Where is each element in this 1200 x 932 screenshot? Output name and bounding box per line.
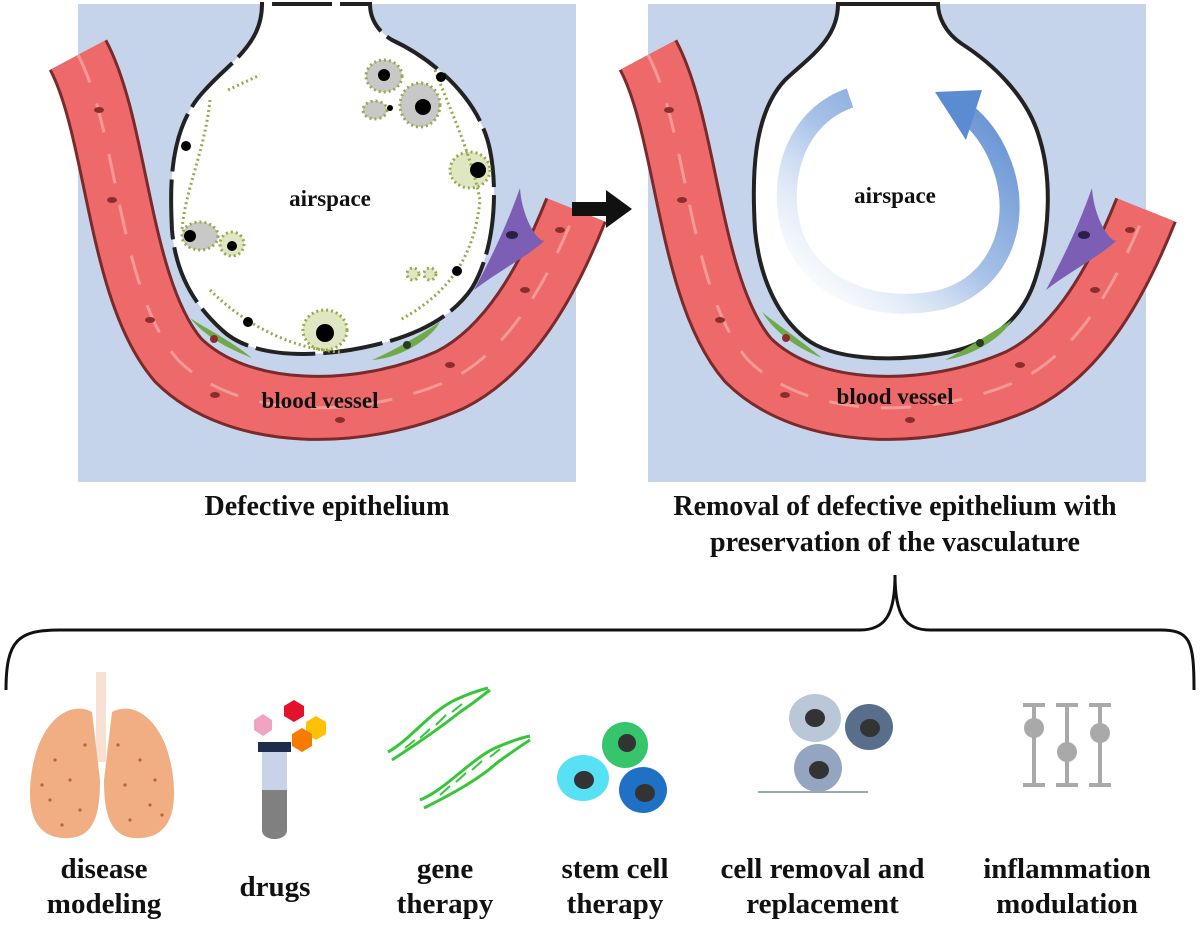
lungs-icon (29, 672, 175, 839)
right-panel-caption-line2: preservation of the vasculature (710, 527, 1080, 558)
right-airspace-label: airspace (854, 183, 936, 208)
stem-cells-icon (557, 722, 667, 813)
left-panel-caption: Defective epithelium (204, 491, 450, 522)
application-label: cell removal and replacement (720, 853, 925, 921)
application-label: disease modeling (46, 853, 162, 921)
immune-cell (474, 188, 545, 290)
dna-helix-icon (387, 686, 531, 810)
test-tube-molecules-icon (254, 700, 326, 839)
blood-vessel (48, 39, 607, 441)
recellularization-flow-arrow-icon (776, 88, 1020, 314)
cell-replacement-icon (758, 694, 893, 793)
right-panel-caption-line1: Removal of defective epithelium with (673, 491, 1117, 522)
application-label: drugs (239, 871, 311, 903)
cell-nuclei (181, 69, 486, 342)
immune-cell (1046, 188, 1117, 290)
fibroblast-nucleus (403, 341, 411, 349)
modulation-sliders-icon (1023, 703, 1111, 787)
left-vessel-label: blood vessel (262, 388, 379, 413)
transition-arrow-icon (572, 190, 632, 228)
application-label: stem cell therapy (561, 853, 669, 921)
fibroblast-nucleus (976, 339, 984, 347)
left-airspace-label: airspace (289, 186, 371, 211)
fibroblast-nucleus (782, 334, 790, 342)
fibroblast-left (762, 312, 822, 358)
right-panel: airspace blood vessel (618, 1, 1177, 482)
left-panel: airspace blood vessel (48, 1, 607, 482)
right-vessel-label: blood vessel (837, 384, 954, 409)
fibroblast-nucleus (210, 335, 218, 343)
application-label: inflammation modulation (983, 853, 1151, 921)
application-label: gene therapy (396, 853, 494, 921)
fibroblast-left (190, 318, 252, 358)
grouping-brace (4, 574, 1196, 691)
blood-vessel (618, 39, 1177, 441)
